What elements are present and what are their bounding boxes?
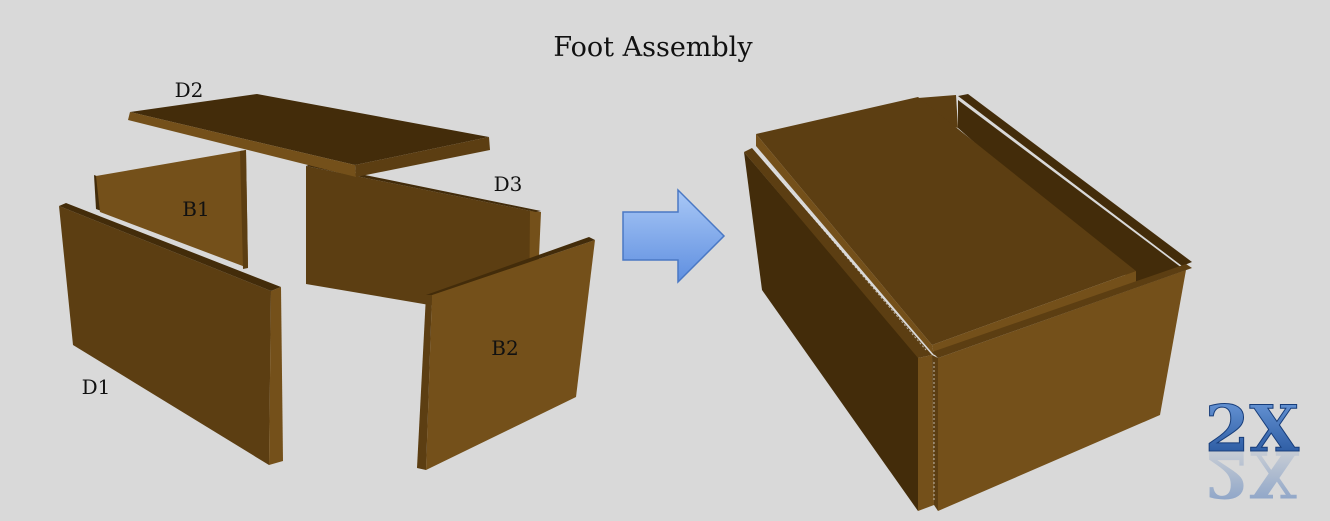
quantity-badge: 2X 2X xyxy=(1204,392,1300,512)
quantity-multiplier: 2X xyxy=(1205,392,1300,467)
label-d3: D3 xyxy=(494,172,523,196)
panel-d2 xyxy=(128,94,490,177)
assembled-b2-top-edge xyxy=(932,264,1192,358)
exploded-view: D2 B1 D3 B2 D1 xyxy=(59,78,595,470)
panel-b2 xyxy=(417,237,595,470)
assembled-d3-inner xyxy=(958,100,1182,284)
diagram-title: Foot Assembly xyxy=(553,32,753,63)
assembled-d2-top xyxy=(756,97,1136,345)
right-arrow-icon xyxy=(622,188,726,284)
assembled-d1-side xyxy=(744,152,918,511)
label-d2: D2 xyxy=(175,78,204,102)
assembled-d2-left-edge xyxy=(756,134,934,355)
assembled-b2-front xyxy=(938,270,1186,511)
assembled-box xyxy=(744,94,1192,511)
label-b1: B1 xyxy=(182,197,209,221)
quantity-reflection: 2X xyxy=(1205,436,1300,511)
assembled-b1-edge xyxy=(918,95,958,128)
panel-b1 xyxy=(94,150,248,269)
assembled-d1-top-edge xyxy=(744,148,932,358)
label-d1: D1 xyxy=(82,375,111,399)
label-b2: B2 xyxy=(491,336,518,360)
assembled-d3-edge xyxy=(958,94,1192,266)
assembled-d2-front-edge xyxy=(932,271,1136,355)
assembled-d1-front-edge xyxy=(918,355,934,511)
panel-d1 xyxy=(59,203,283,465)
